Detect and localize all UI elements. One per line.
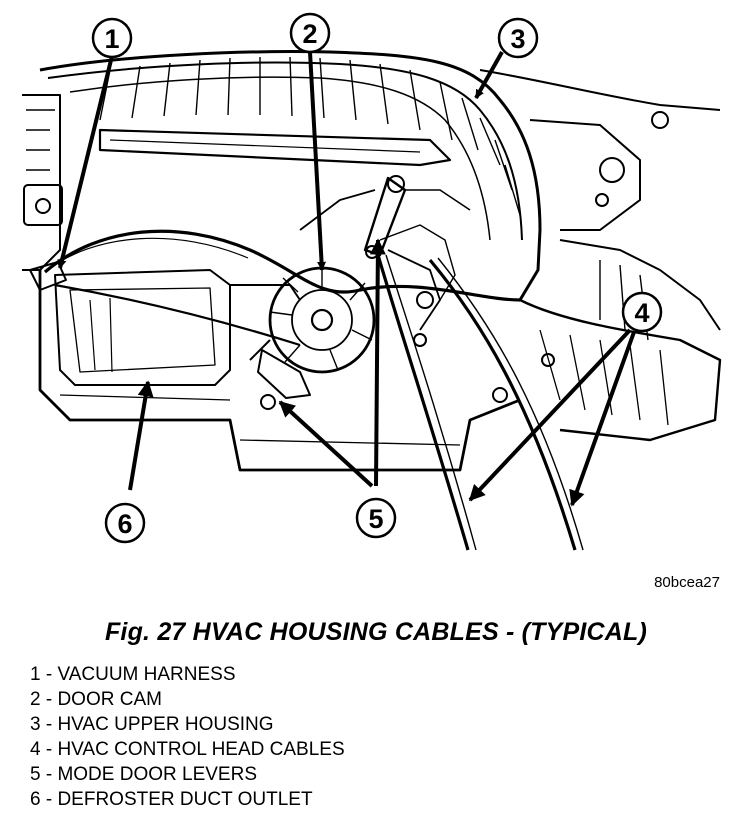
leader-4b [569, 331, 636, 507]
svg-text:2: 2 [302, 19, 317, 49]
callouts: 1 2 3 4 5 6 [91, 12, 663, 544]
legend-item: 4 - HVAC CONTROL HEAD CABLES [30, 739, 345, 760]
figure-code: 80bcea27 [654, 574, 720, 591]
callout-1: 1 [91, 17, 133, 59]
leader-2 [308, 51, 327, 271]
legend-item: 3 - HVAC UPPER HOUSING [30, 714, 274, 735]
legend-list: 1 - VACUUM HARNESS 2 - DOOR CAM 3 - HVAC… [30, 662, 345, 812]
leader-6 [128, 380, 154, 491]
leader-3 [474, 51, 504, 99]
housing-drawing [22, 50, 722, 551]
callout-3: 3 [497, 17, 539, 59]
svg-text:5: 5 [368, 504, 383, 534]
legend-item: 1 - VACUUM HARNESS [30, 664, 236, 685]
callout-4: 4 [621, 291, 663, 333]
svg-text:1: 1 [104, 24, 119, 54]
hvac-housing-illustration: 1 2 3 4 5 6 [22, 12, 722, 551]
svg-text:3: 3 [510, 24, 525, 54]
legend-item: 2 - DOOR CAM [30, 689, 162, 710]
callout-2: 2 [289, 12, 331, 54]
leader-1 [57, 55, 114, 269]
figure-caption: Fig. 27 HVAC HOUSING CABLES - (TYPICAL) [104, 618, 648, 646]
leader-lines [57, 51, 636, 507]
leader-5b [369, 238, 386, 487]
legend-item: 5 - MODE DOOR LEVERS [30, 764, 257, 785]
leader-5a [278, 400, 374, 488]
leader-4a [468, 328, 632, 502]
callout-6: 6 [104, 502, 146, 544]
callout-5: 5 [355, 497, 397, 539]
legend-item: 6 - DEFROSTER DUCT OUTLET [30, 789, 313, 810]
svg-text:4: 4 [634, 298, 649, 328]
svg-text:6: 6 [117, 509, 132, 539]
